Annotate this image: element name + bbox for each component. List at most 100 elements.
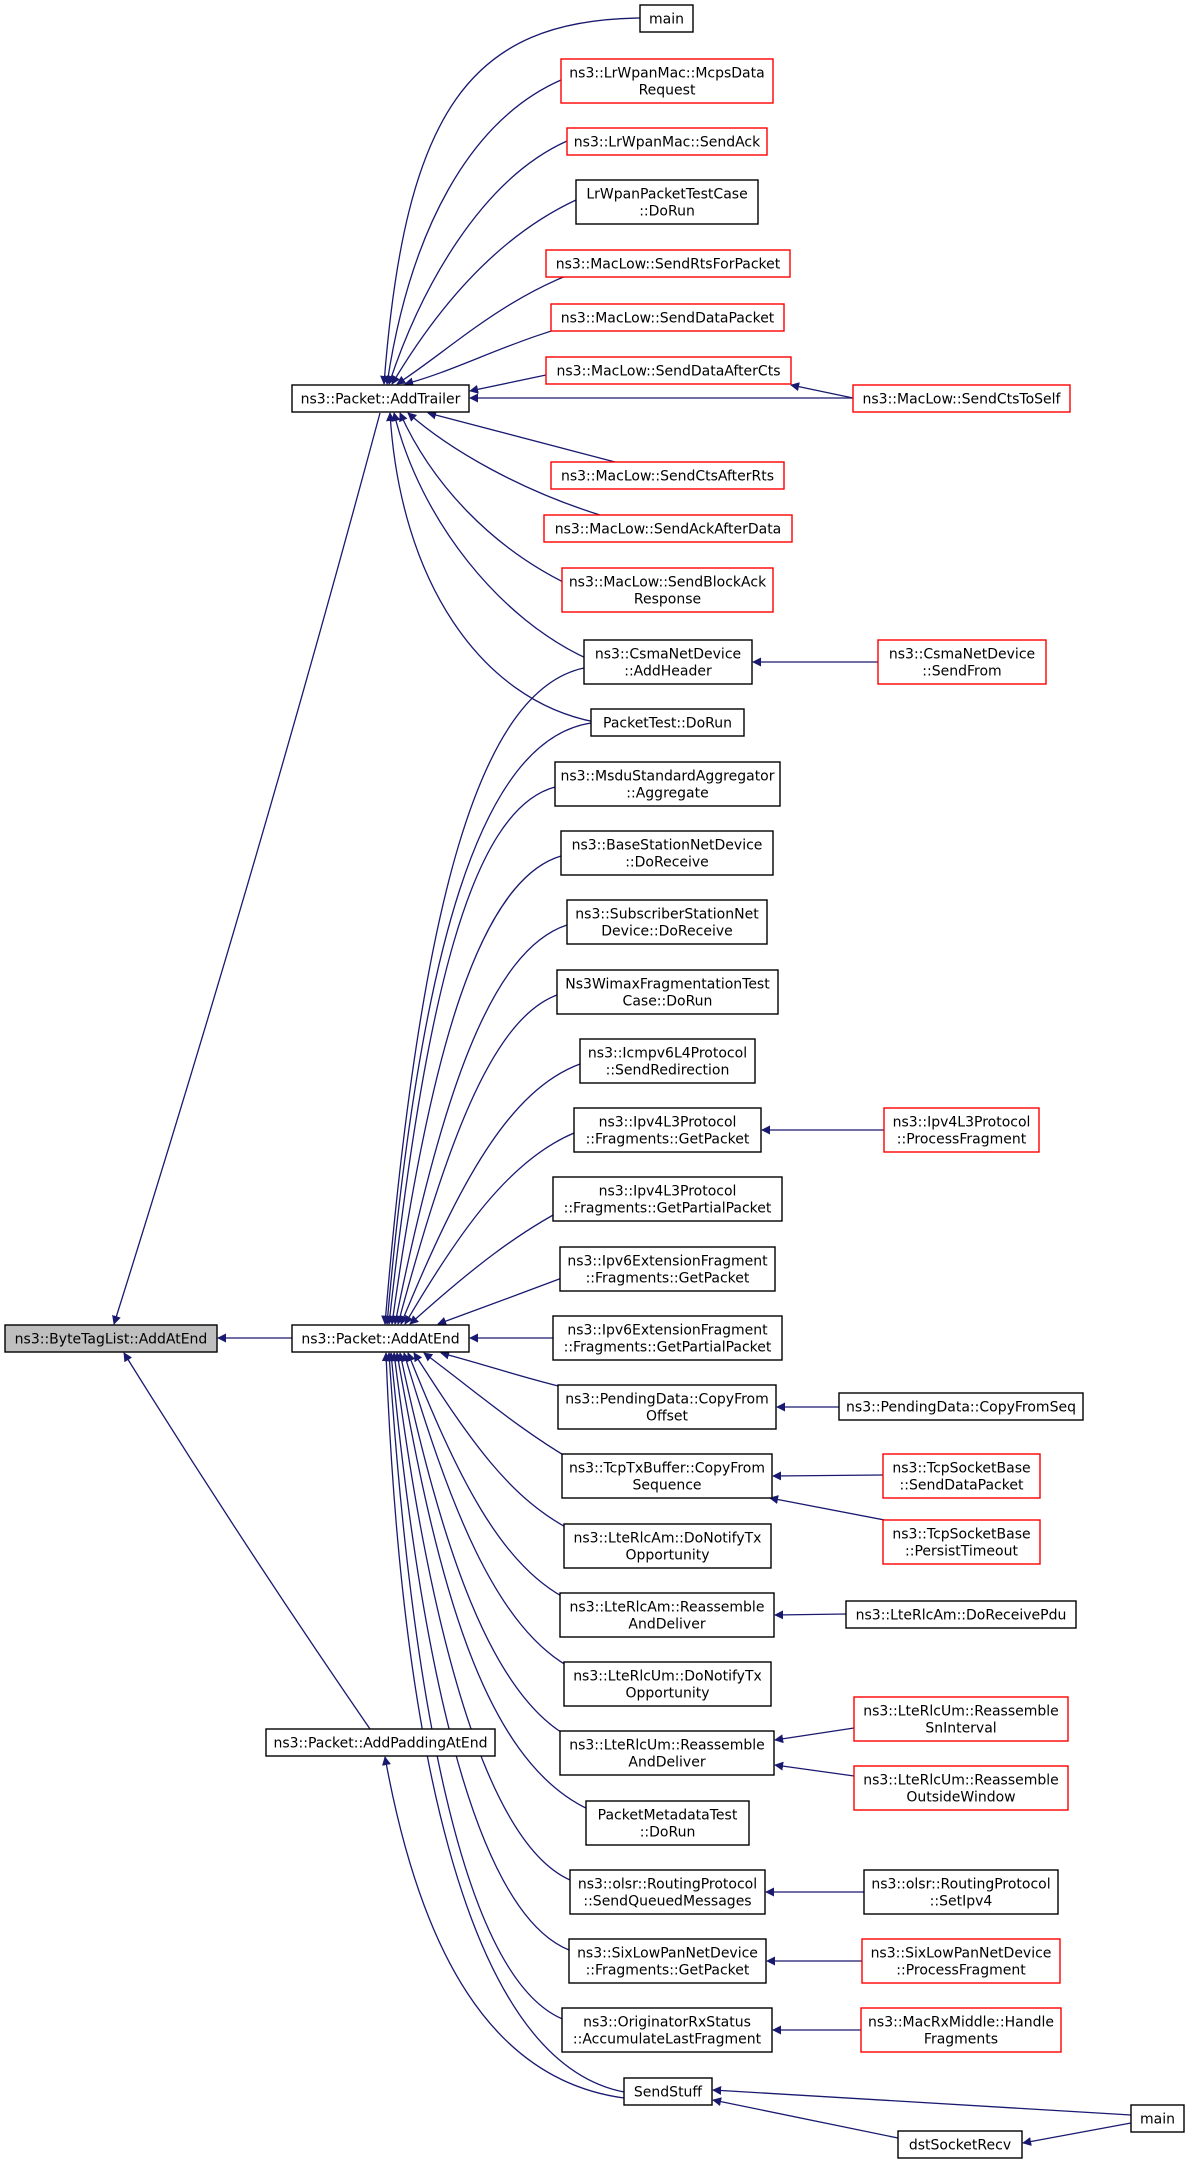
- node-tcppersist[interactable]: ns3::TcpSocketBase::PersistTimeout: [882, 1519, 1041, 1565]
- node-csmasendfrom[interactable]: ns3::CsmaNetDevice::SendFrom: [877, 639, 1047, 685]
- node-box[interactable]: [883, 1107, 1040, 1153]
- node-box[interactable]: [1130, 2104, 1185, 2133]
- node-ipv4partial[interactable]: ns3::Ipv4L3Protocol::Fragments::GetParti…: [552, 1176, 783, 1222]
- node-box[interactable]: [853, 1696, 1069, 1742]
- node-tcpsenddata[interactable]: ns3::TcpSocketBase::SendDataPacket: [882, 1453, 1041, 1499]
- node-box[interactable]: [552, 1176, 783, 1222]
- node-box[interactable]: [853, 1765, 1069, 1811]
- node-box[interactable]: [861, 1938, 1061, 1984]
- node-bytetag[interactable]: ns3::ByteTagList::AddAtEnd: [4, 1324, 218, 1353]
- node-box[interactable]: [559, 1730, 775, 1776]
- node-basestation[interactable]: ns3::BaseStationNetDevice::DoReceive: [560, 830, 774, 876]
- node-lrwpantest[interactable]: LrWpanPacketTestCase::DoRun: [575, 179, 759, 225]
- node-box[interactable]: [860, 2007, 1062, 2053]
- node-box[interactable]: [639, 4, 694, 33]
- node-sixlowgetpacket[interactable]: ns3::SixLowPanNetDevice::Fragments::GetP…: [568, 1938, 767, 1984]
- node-originator[interactable]: ns3::OriginatorRxStatus::AccumulateLastF…: [561, 2007, 773, 2053]
- node-senddatapkt[interactable]: ns3::MacLow::SendDataPacket: [550, 303, 785, 332]
- node-box[interactable]: [585, 1800, 750, 1846]
- node-box[interactable]: [623, 2077, 713, 2106]
- node-addpadding[interactable]: ns3::Packet::AddPaddingAtEnd: [265, 1728, 496, 1757]
- node-packettest[interactable]: PacketTest::DoRun: [590, 708, 745, 737]
- node-box[interactable]: [877, 639, 1047, 685]
- node-addtrailer[interactable]: ns3::Packet::AddTrailer: [291, 384, 470, 413]
- node-box[interactable]: [559, 1246, 776, 1292]
- node-box[interactable]: [838, 1392, 1084, 1421]
- node-ipv4procfrag[interactable]: ns3::Ipv4L3Protocol::ProcessFragment: [883, 1107, 1040, 1153]
- node-box[interactable]: [566, 127, 768, 156]
- node-box[interactable]: [561, 2007, 773, 2053]
- node-box[interactable]: [4, 1324, 218, 1353]
- node-box[interactable]: [852, 384, 1071, 413]
- node-box[interactable]: [561, 567, 774, 613]
- node-senddataaftercts[interactable]: ns3::MacLow::SendDataAfterCts: [545, 356, 792, 385]
- node-box[interactable]: [563, 1661, 772, 1707]
- node-box[interactable]: [291, 1324, 470, 1353]
- node-lterlcamreceive[interactable]: ns3::LteRlcAm::DoReceivePdu: [845, 1600, 1077, 1629]
- node-box[interactable]: [291, 384, 470, 413]
- node-subscriber[interactable]: ns3::SubscriberStationNetDevice::DoRecei…: [566, 899, 768, 945]
- node-main1[interactable]: main: [639, 4, 694, 33]
- node-main2[interactable]: main: [1130, 2104, 1185, 2133]
- node-olsrsend[interactable]: ns3::olsr::RoutingProtocol::SendQueuedMe…: [569, 1869, 766, 1915]
- node-box[interactable]: [543, 514, 793, 543]
- node-pktmetadata[interactable]: PacketMetadataTest::DoRun: [585, 1800, 750, 1846]
- node-box[interactable]: [568, 1938, 767, 1984]
- node-ipv4getpacket[interactable]: ns3::Ipv4L3Protocol::Fragments::GetPacke…: [573, 1107, 762, 1153]
- node-box[interactable]: [563, 1523, 772, 1569]
- node-sixlowproc[interactable]: ns3::SixLowPanNetDevice::ProcessFragment: [861, 1938, 1061, 1984]
- node-box[interactable]: [569, 1869, 766, 1915]
- node-box[interactable]: [560, 830, 774, 876]
- node-box[interactable]: [550, 303, 785, 332]
- node-box[interactable]: [575, 179, 759, 225]
- node-box[interactable]: [845, 1600, 1077, 1629]
- node-sendackafterdata[interactable]: ns3::MacLow::SendAckAfterData: [543, 514, 793, 543]
- node-box[interactable]: [583, 639, 753, 685]
- node-box[interactable]: [573, 1107, 762, 1153]
- node-box[interactable]: [579, 1038, 756, 1084]
- node-box[interactable]: [882, 1519, 1041, 1565]
- node-box[interactable]: [545, 356, 792, 385]
- node-box[interactable]: [590, 708, 745, 737]
- node-box[interactable]: [552, 1315, 783, 1361]
- node-box[interactable]: [882, 1453, 1041, 1499]
- node-sendrts[interactable]: ns3::MacLow::SendRtsForPacket: [545, 249, 791, 278]
- node-box[interactable]: [545, 249, 791, 278]
- node-box[interactable]: [550, 461, 785, 490]
- node-addatend[interactable]: ns3::Packet::AddAtEnd: [291, 1324, 470, 1353]
- node-box[interactable]: [897, 2130, 1023, 2159]
- node-sendctsafterrts[interactable]: ns3::MacLow::SendCtsAfterRts: [550, 461, 785, 490]
- node-sendctstoself[interactable]: ns3::MacLow::SendCtsToSelf: [852, 384, 1071, 413]
- node-box[interactable]: [559, 1592, 775, 1638]
- node-lrsendack[interactable]: ns3::LrWpanMac::SendAck: [566, 127, 768, 156]
- node-box[interactable]: [561, 1453, 773, 1499]
- node-msdu[interactable]: ns3::MsduStandardAggregator::Aggregate: [554, 761, 781, 807]
- node-box[interactable]: [265, 1728, 496, 1757]
- node-box[interactable]: [566, 899, 768, 945]
- node-csmaaddheader[interactable]: ns3::CsmaNetDevice::AddHeader: [583, 639, 753, 685]
- node-box[interactable]: [863, 1869, 1059, 1915]
- node-box[interactable]: [557, 1384, 777, 1430]
- node-dstsocketrecv[interactable]: dstSocketRecv: [897, 2130, 1023, 2159]
- node-box[interactable]: [554, 761, 781, 807]
- node-pendingcopyseq[interactable]: ns3::PendingData::CopyFromSeq: [838, 1392, 1084, 1421]
- node-sendstuff[interactable]: SendStuff: [623, 2077, 713, 2106]
- node-ipv6getpacket[interactable]: ns3::Ipv6ExtensionFragment::Fragments::G…: [559, 1246, 776, 1292]
- node-box[interactable]: [556, 969, 779, 1015]
- node-ipv6partial[interactable]: ns3::Ipv6ExtensionFragment::Fragments::G…: [552, 1315, 783, 1361]
- node-icmpv6[interactable]: ns3::Icmpv6L4Protocol::SendRedirection: [579, 1038, 756, 1084]
- node-box[interactable]: [560, 58, 774, 104]
- node-olsrsetipv4[interactable]: ns3::olsr::RoutingProtocol::SetIpv4: [863, 1869, 1059, 1915]
